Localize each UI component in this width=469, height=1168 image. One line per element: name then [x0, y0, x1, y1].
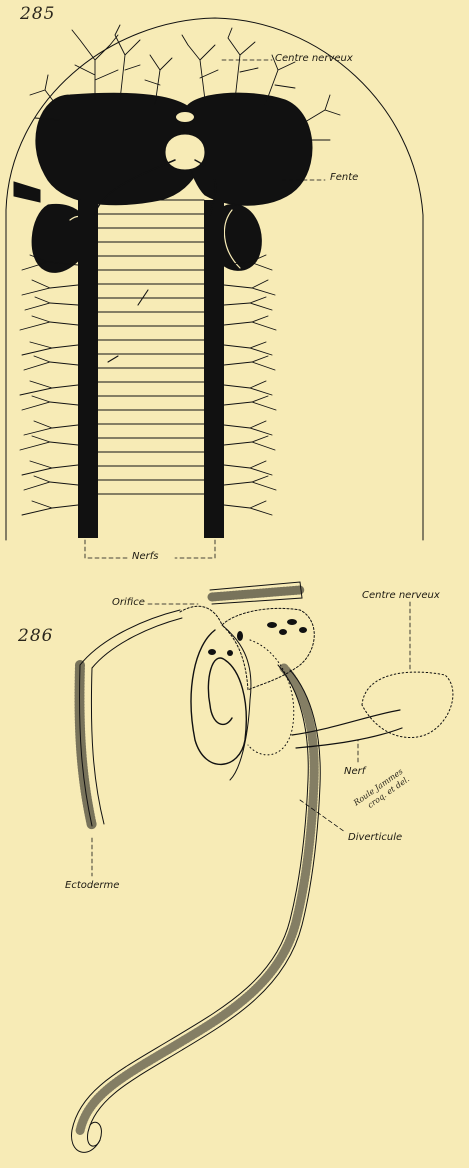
left-nerve-trunk [78, 200, 98, 538]
figure-285-drawing [6, 18, 423, 558]
center-node [175, 111, 195, 123]
label-centre-nerveux-285: Centre nerveux [275, 53, 353, 64]
right-nerve-trunk [204, 200, 224, 538]
label-orifice: Orifice [112, 597, 145, 608]
diverticule-hatch [80, 668, 314, 1131]
label-diverticule: Diverticule [348, 832, 402, 843]
figure-286-drawing [72, 582, 453, 1152]
centre-nerveux-blob [362, 672, 453, 737]
label-fente: Fente [330, 172, 358, 183]
lateral-nerves-right [224, 255, 276, 515]
label-centre-nerveux-286: Centre nerveux [362, 590, 440, 601]
diverticule-outer [72, 665, 309, 1152]
ectoderm-hatch [80, 665, 93, 826]
left-stub [14, 182, 40, 202]
figure-286-number: 286 [18, 626, 53, 646]
lateral-nerves-left [20, 255, 78, 515]
ectoderm-left-inner [91, 668, 104, 824]
ectoderm-arc-outer [80, 610, 180, 665]
commissures [98, 200, 204, 494]
ectoderm-arc-inner [92, 618, 182, 668]
label-ectoderme: Ectoderme [65, 880, 119, 891]
inner-loop [191, 630, 246, 764]
dotted-mass [248, 640, 294, 755]
label-nerf: Nerf [344, 766, 365, 777]
label-nerfs: Nerfs [132, 551, 158, 562]
central-notch [165, 134, 205, 170]
figure-285-number: 285 [20, 4, 55, 24]
